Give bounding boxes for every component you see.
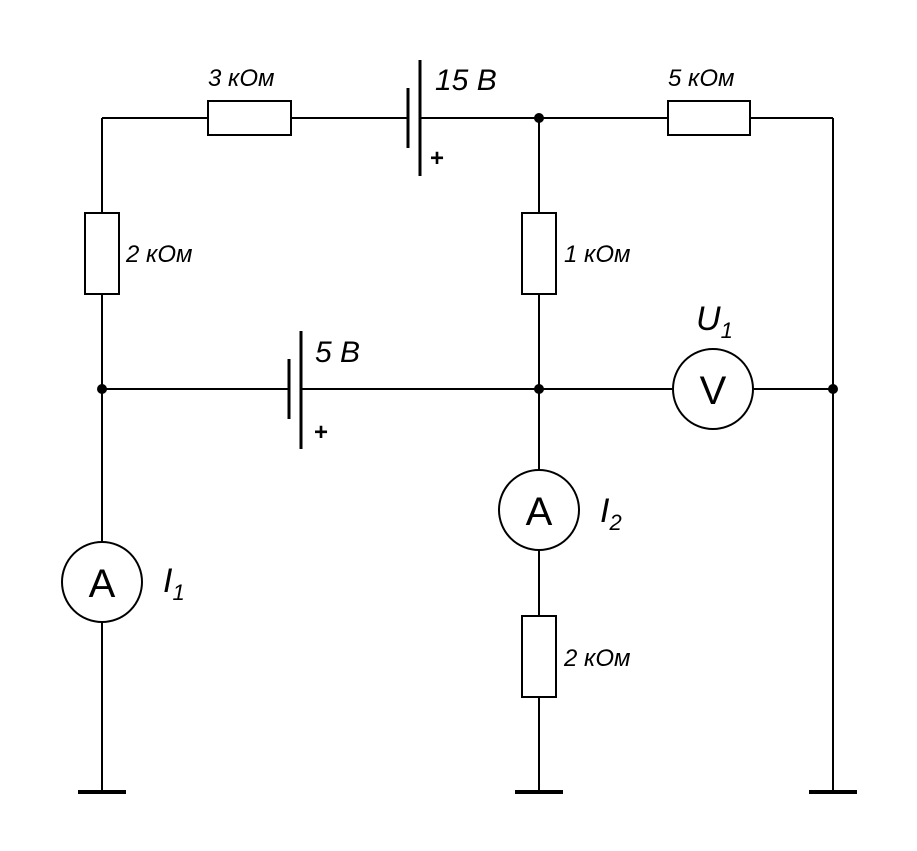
i2-label: I2 [600, 492, 622, 535]
i1-symbol: I [163, 562, 173, 600]
resistor-top-left [207, 100, 292, 136]
resistor-top-left-label: 3 кОм [208, 65, 274, 92]
ammeter-i1-circle [61, 541, 143, 623]
ammeter-i1: A [61, 541, 143, 623]
resistor-top-right [667, 100, 751, 136]
u1-symbol: U [696, 300, 721, 338]
i1-label: I1 [163, 562, 185, 605]
resistor-bottom [521, 615, 557, 698]
voltmeter-u1-circle [672, 348, 754, 430]
wires [101, 117, 834, 792]
resistor-middle [521, 212, 557, 295]
i2-subscript: 2 [608, 510, 621, 535]
junction-mid-left [97, 384, 107, 394]
junction-top-center [534, 113, 544, 123]
battery-top-plus: + [430, 145, 444, 172]
resistor-bottom-label: 2 кОм [563, 645, 630, 672]
ammeter-i1-symbol: A [89, 562, 116, 606]
resistor-left [84, 212, 120, 295]
resistor-middle-label: 1 кОм [564, 241, 630, 268]
i1-subscript: 1 [172, 580, 184, 605]
junction-mid-center [534, 384, 544, 394]
ammeter-i2: A [498, 469, 580, 551]
voltmeter-u1: V [672, 348, 754, 430]
u1-subscript: 1 [721, 318, 733, 343]
ammeter-i2-circle [498, 469, 580, 551]
u1-label: U1 [696, 300, 733, 343]
i2-symbol: I [600, 492, 610, 530]
resistor-top-right-label: 5 кОм [668, 65, 734, 92]
battery-middle-plus: + [314, 419, 328, 446]
battery-top-label: 15 В [435, 64, 497, 97]
ammeter-i2-symbol: A [526, 490, 553, 534]
battery-middle-label: 5 В [315, 336, 360, 369]
voltmeter-u1-symbol: V [700, 369, 727, 413]
battery-top [406, 60, 422, 176]
resistor-left-label: 2 кОм [125, 241, 192, 268]
junction-mid-right [828, 384, 838, 394]
battery-middle [287, 331, 303, 449]
